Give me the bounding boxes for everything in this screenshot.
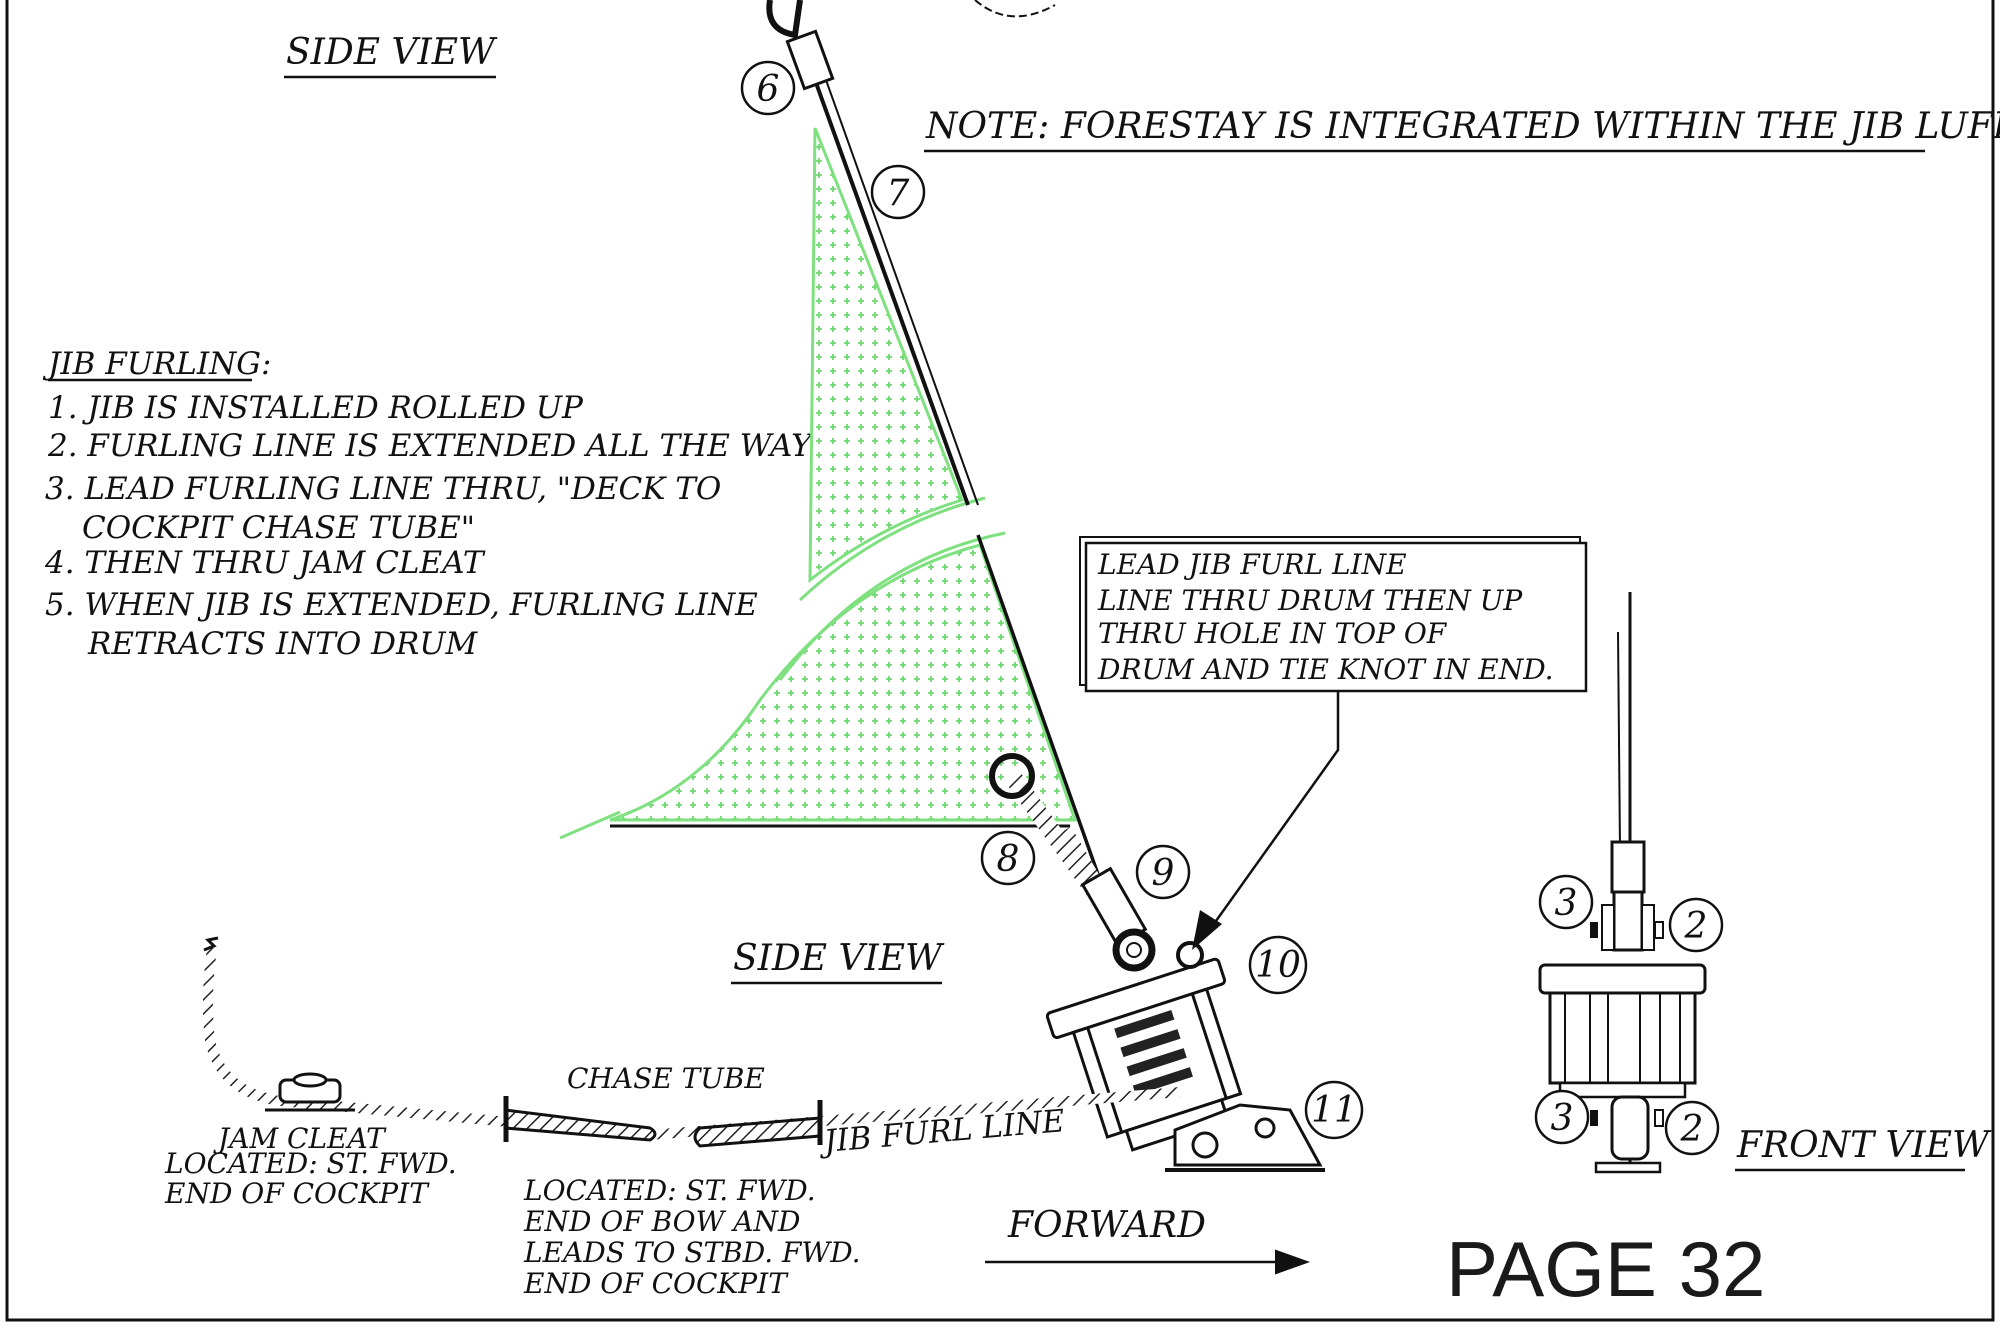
jib-furling-instructions: JIB FURLING: 1. JIB IS INSTALLED ROLLED … bbox=[42, 346, 814, 662]
svg-text:8: 8 bbox=[997, 839, 1020, 880]
front-balloon-3-upper: 3 bbox=[1538, 874, 1594, 930]
drum-top-knot bbox=[1176, 941, 1204, 969]
furl-line-tail-frayed bbox=[203, 936, 219, 952]
deck-plate-hole bbox=[1254, 1117, 1276, 1139]
top-shackle-arc bbox=[974, 0, 1056, 18]
jib-furling-step: 5. WHEN JIB IS EXTENDED, FURLING LINE bbox=[45, 587, 758, 623]
svg-text:10: 10 bbox=[1255, 945, 1301, 986]
forestay-bottom bbox=[976, 534, 1102, 881]
front-view-title: FRONT VIEW bbox=[1736, 1125, 1992, 1166]
svg-text:6: 6 bbox=[757, 69, 780, 110]
svg-text:9: 9 bbox=[1152, 853, 1175, 894]
top-eye bbox=[766, 0, 803, 39]
callout-leader bbox=[1204, 691, 1340, 936]
callout-line: DRUM AND TIE KNOT IN END. bbox=[1097, 653, 1554, 686]
drum-callout: LEAD JIB FURL LINE LINE THRU DRUM THEN U… bbox=[1079, 536, 1588, 693]
svg-text:3: 3 bbox=[1555, 883, 1578, 924]
balloon-11: 11 bbox=[1304, 1080, 1364, 1140]
chase-tube-location: END OF COCKPIT bbox=[523, 1267, 789, 1300]
forestay-top-inner bbox=[825, 79, 979, 506]
svg-text:2: 2 bbox=[1684, 906, 1708, 947]
chase-tube-location: LOCATED: ST. FWD. bbox=[523, 1174, 816, 1207]
svg-text:7: 7 bbox=[887, 173, 910, 214]
jib-furling-step: 4. THEN THRU JAM CLEAT bbox=[44, 545, 486, 581]
chase-tube-label: CHASE TUBE bbox=[567, 1062, 765, 1095]
callout-line: LINE THRU DRUM THEN UP bbox=[1097, 584, 1523, 617]
chase-tube-aft bbox=[503, 1108, 657, 1142]
sail-foot-line bbox=[559, 810, 621, 840]
chase-tube-location: LEADS TO STBD. FWD. bbox=[523, 1236, 861, 1269]
lower-eye-pin bbox=[1126, 942, 1142, 958]
furling-drum bbox=[1045, 957, 1243, 1152]
jib-furling-heading: JIB FURLING: bbox=[42, 346, 271, 382]
callout-arrowhead bbox=[1192, 910, 1222, 950]
callout-line: LEAD JIB FURL LINE bbox=[1097, 548, 1407, 581]
chase-tube-fwd bbox=[693, 1116, 822, 1148]
side-view-title-bottom: SIDE VIEW bbox=[733, 938, 945, 979]
jam-cleat-location: END OF COCKPIT bbox=[164, 1177, 430, 1210]
front-balloon-3-lower: 3 bbox=[1534, 1089, 1590, 1145]
front-view-assembly bbox=[1538, 592, 1707, 1174]
callout-line: THRU HOLE IN TOP OF bbox=[1098, 617, 1448, 650]
jib-sail-upper bbox=[808, 127, 964, 584]
jib-furling-step: 2. FURLING LINE IS EXTENDED ALL THE WAY bbox=[47, 428, 814, 464]
jam-cleat-label: JAM CLEAT bbox=[213, 1122, 387, 1155]
balloon-8: 8 bbox=[980, 830, 1036, 886]
page-number: PAGE 32 bbox=[1446, 1225, 1765, 1313]
front-balloon-2-lower: 2 bbox=[1664, 1100, 1720, 1156]
balloon-9: 9 bbox=[1135, 844, 1191, 900]
svg-text:3: 3 bbox=[1551, 1098, 1574, 1139]
jam-cleat-location: LOCATED: ST. FWD. bbox=[164, 1147, 457, 1180]
page-border bbox=[5, 0, 1995, 1322]
jib-furling-step: RETRACTS INTO DRUM bbox=[87, 626, 478, 662]
top-swage-fitting bbox=[785, 29, 835, 91]
jib-furling-step: COCKPIT CHASE TUBE" bbox=[82, 510, 475, 546]
balloon-10: 10 bbox=[1248, 935, 1308, 995]
front-balloon-2-upper: 2 bbox=[1668, 897, 1724, 953]
jib-sail-lower bbox=[609, 543, 1078, 822]
jib-furling-step: 3. LEAD FURLING LINE THRU, "DECK TO bbox=[45, 471, 721, 507]
furl-line-tail bbox=[202, 947, 276, 1105]
deck-plate-hole bbox=[1191, 1131, 1219, 1159]
balloon-6: 6 bbox=[740, 60, 796, 116]
chase-tube-location: END OF BOW AND bbox=[523, 1205, 800, 1238]
forestay-note: NOTE: FORESTAY IS INTEGRATED WITHIN THE … bbox=[925, 106, 2000, 147]
svg-text:2: 2 bbox=[1680, 1109, 1704, 1150]
jib-furling-step: 1. JIB IS INSTALLED ROLLED UP bbox=[48, 390, 584, 426]
balloon-7: 7 bbox=[870, 164, 926, 220]
side-view-title-top: SIDE VIEW bbox=[286, 32, 498, 73]
forestay-top bbox=[813, 79, 970, 506]
svg-text:11: 11 bbox=[1311, 1090, 1357, 1131]
sail-break-line-upper bbox=[798, 496, 986, 602]
forward-label: FORWARD bbox=[1007, 1205, 1206, 1246]
sail-break-line-lower bbox=[778, 531, 1006, 681]
tack-ring bbox=[989, 753, 1035, 799]
jam-cleat-top bbox=[292, 1072, 328, 1088]
